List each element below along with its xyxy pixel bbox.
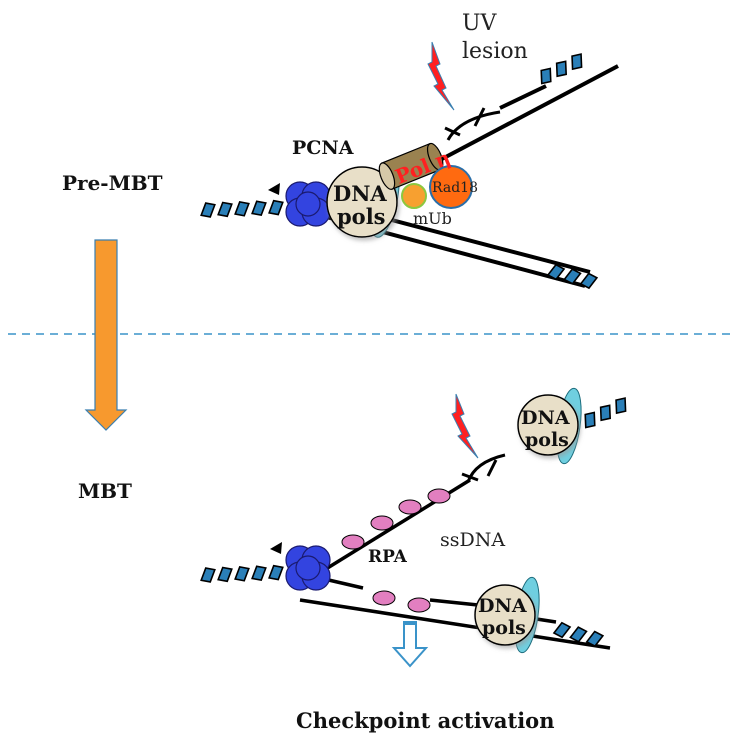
helix-turn: [217, 566, 233, 583]
mub-label: mUb: [413, 209, 452, 228]
dna-helix: [540, 53, 583, 85]
helix-turn: [555, 60, 568, 78]
helix-turn: [615, 397, 627, 415]
dna-helix: [200, 199, 284, 218]
helix-turn: [579, 272, 599, 290]
rpa-beads: [341, 488, 451, 613]
helix-turn: [552, 621, 572, 639]
helix-turn: [268, 199, 284, 216]
dna-polymerases-top: [326, 166, 398, 238]
helix-turn: [599, 404, 612, 422]
helix-turn: [585, 630, 605, 648]
mono-ubiquitin: [401, 183, 427, 209]
dna-pols-label: pols: [337, 204, 386, 229]
dna-helix: [552, 621, 605, 648]
ssdna-label: ssDNA: [440, 529, 505, 551]
dna-pols-label: pols: [482, 617, 526, 639]
rad18-protein: [429, 165, 473, 209]
uv-lightning-icon: [427, 41, 455, 111]
helix-turn: [540, 67, 552, 85]
helix-turn: [217, 201, 233, 218]
helix-turn: [234, 565, 250, 582]
pcna-ring: [285, 181, 331, 227]
helix-turn: [234, 200, 250, 217]
stage-label-pre-mbt: Pre-MBT: [62, 171, 163, 195]
uv-lightning-icon: [451, 393, 479, 459]
checkpoint-activation-label: Checkpoint activation: [296, 708, 554, 733]
helix-turn: [251, 565, 267, 582]
helix-turn: [200, 567, 216, 583]
helix-turn: [251, 200, 267, 217]
helix-turn: [200, 202, 216, 218]
progression-arrow: [84, 239, 128, 431]
pcna-ring: [285, 545, 331, 591]
helix-turn: [268, 564, 284, 581]
dna-helix: [546, 263, 599, 290]
helix-turn: [546, 263, 566, 281]
dna-pols-label: DNA: [333, 181, 387, 206]
rad18-label: Rad18: [432, 180, 478, 196]
rpa-label: RPA: [368, 547, 408, 567]
fork-direction-icon: [270, 542, 282, 554]
dna-pols-label: DNA: [478, 595, 527, 617]
dna-pols-label: DNA: [521, 407, 570, 429]
pol-eta-cylinder: [378, 142, 444, 190]
dna-pols-label: pols: [525, 429, 569, 451]
helix-turn: [571, 53, 583, 71]
helix-turn: [584, 411, 596, 429]
mbt-fork: [200, 387, 627, 668]
helix-turn: [569, 626, 588, 643]
dna-polymerases-leading: [517, 394, 579, 456]
dna-helix: [584, 397, 627, 429]
pre-mbt-fork: [200, 41, 619, 290]
uv-lesion-label: UV: [462, 11, 498, 36]
uv-lesion-label: lesion: [462, 39, 528, 64]
pcna-label: PCNA: [292, 137, 354, 159]
stage-label-mbt: MBT: [78, 479, 132, 503]
fork-direction-icon: [268, 183, 280, 195]
helix-turn: [563, 268, 582, 285]
dna-polymerases-lagging: [474, 584, 536, 646]
checkpoint-arrow: [391, 621, 429, 668]
dna-helix: [200, 564, 284, 583]
